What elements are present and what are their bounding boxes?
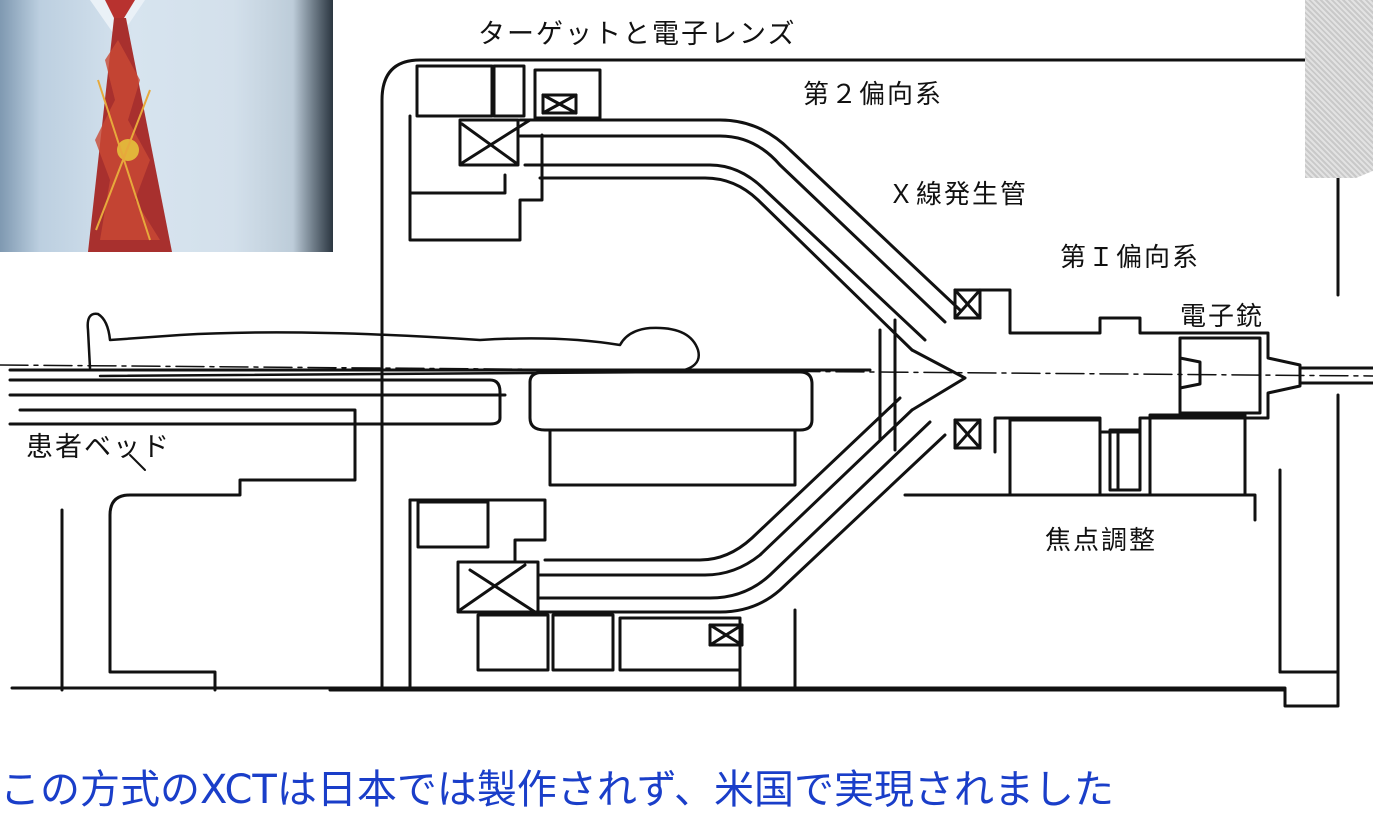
presenter-figure (88, 0, 172, 252)
lower-target-block (408, 498, 797, 690)
center-axis (0, 364, 1373, 377)
label-patient-bed: 患者ベッド (26, 432, 171, 463)
photo-shadow (293, 0, 333, 252)
focus-support (903, 413, 1257, 522)
beam-cone (910, 348, 967, 412)
scan-corner-texture (1305, 0, 1373, 178)
label-xray-tube: Ｘ線発生管 (888, 180, 1029, 210)
base-slab (10, 686, 1340, 708)
slide-caption: この方式のXCTは日本では製作されず、米国で実現されました (0, 767, 1115, 813)
upper-target-block (408, 64, 602, 242)
label-focus-adjust: 焦点調整 (1045, 526, 1158, 556)
lower-tube-arm (523, 396, 947, 614)
electron-gun-assembly (978, 288, 1373, 454)
label-deflection-2: 第２偏向系 (803, 80, 944, 110)
coil-lower-1 (953, 418, 982, 450)
upper-tube-arm (518, 118, 962, 352)
coil-upper-1 (953, 288, 982, 320)
label-deflection-1: 第Ｉ偏向系 (1060, 243, 1201, 273)
presenter-photo (0, 0, 333, 252)
label-target-lens: ターゲットと電子レンズ (478, 19, 797, 50)
bed-pedestal (18, 408, 357, 692)
patient-silhouette (86, 312, 700, 378)
label-electron-gun: 電子銃 (1180, 302, 1265, 332)
